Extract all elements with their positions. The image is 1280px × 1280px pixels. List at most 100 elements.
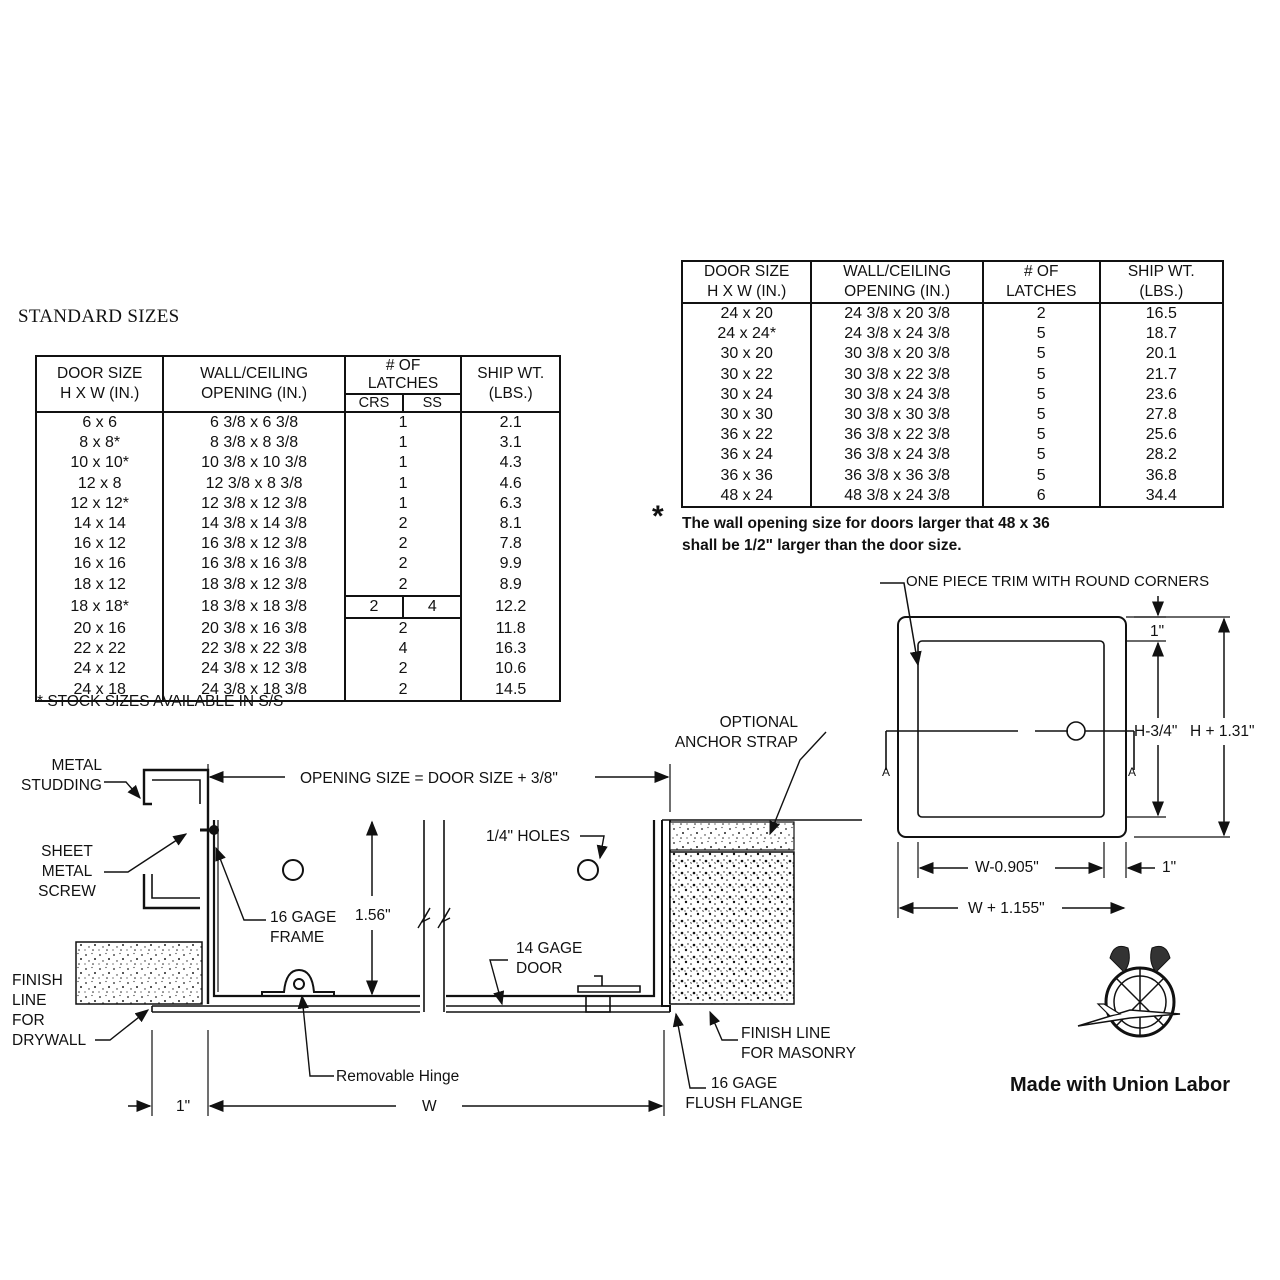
cell-weight: 16.5 <box>1098 303 1225 325</box>
cell-size: 18 x 12 <box>34 574 165 596</box>
cell-weight: 6.3 <box>460 493 561 515</box>
col-weight: SHIP WT.(LBS.) <box>460 355 561 413</box>
dim-w-outer: W + 1.155" <box>968 900 1045 917</box>
trim-label: ONE PIECE TRIM WITH ROUND CORNERS <box>906 573 1210 590</box>
cell-latches: 2 <box>343 554 463 575</box>
cell-opening: 24 3/8 x 24 3/8 <box>810 324 984 345</box>
cell-weight: 8.9 <box>460 574 561 596</box>
cell-size: 14 x 14 <box>34 514 165 535</box>
latch-mark-right: A <box>1128 765 1137 779</box>
cell-size: 24 x 24* <box>680 324 813 345</box>
cell-latches: 6 <box>981 485 1101 509</box>
cell-latches: 5 <box>981 364 1101 385</box>
cell-weight: 3.1 <box>460 433 561 454</box>
cell-weight: 8.1 <box>460 514 561 535</box>
cell-opening: 12 3/8 x 8 3/8 <box>162 473 346 494</box>
cell-size: 30 x 22 <box>680 364 813 385</box>
cell-opening: 36 3/8 x 36 3/8 <box>810 465 984 486</box>
dim-bottom-w: W <box>422 1098 437 1115</box>
cell-latches-crs: 2 <box>369 597 379 615</box>
cell-opening: 14 3/8 x 14 3/8 <box>162 514 346 535</box>
holes-label: 1/4" HOLES <box>486 828 570 845</box>
col-latches-crs: CRS <box>358 395 390 411</box>
cell-weight: 14.5 <box>460 679 561 702</box>
dim-h-inner: H-3/4" <box>1134 723 1178 740</box>
cell-size: 18 x 18* <box>34 595 165 619</box>
cell-size: 24 x 20 <box>680 303 813 325</box>
cell-size: 12 x 12* <box>34 493 165 515</box>
dim-top-1in: 1" <box>1150 623 1165 640</box>
cell-size: 24 x 18 <box>34 679 165 702</box>
cell-opening: 30 3/8 x 30 3/8 <box>810 405 984 426</box>
hole-right <box>577 859 599 881</box>
cell-weight: 4.3 <box>460 453 561 474</box>
cell-weight: 18.7 <box>1098 324 1225 345</box>
cell-latches: 5 <box>981 405 1101 426</box>
cell-opening: 16 3/8 x 16 3/8 <box>162 554 346 575</box>
elevation-view <box>880 582 1230 918</box>
cell-opening: 10 3/8 x 10 3/8 <box>162 453 346 474</box>
cell-size: 22 x 22 <box>34 639 165 660</box>
cell-opening: 20 3/8 x 16 3/8 <box>162 618 346 640</box>
cell-opening: 30 3/8 x 20 3/8 <box>810 344 984 365</box>
cell-opening: 12 3/8 x 12 3/8 <box>162 493 346 515</box>
cell-size: 36 x 36 <box>680 465 813 486</box>
cell-latches: 1 <box>343 473 463 494</box>
cell-size: 20 x 16 <box>34 618 165 640</box>
cell-latches: 5 <box>981 324 1101 345</box>
cell-size: 24 x 12 <box>34 659 165 680</box>
cell-opening: 30 3/8 x 22 3/8 <box>810 364 984 385</box>
cell-opening: 16 3/8 x 12 3/8 <box>162 534 346 555</box>
cell-opening: 36 3/8 x 22 3/8 <box>810 425 984 446</box>
cell-size: 36 x 24 <box>680 445 813 466</box>
cell-weight: 34.4 <box>1098 485 1225 509</box>
cell-latches: 5 <box>981 384 1101 406</box>
cell-latches: 2 <box>343 659 463 680</box>
dim-h-outer: H + 1.31" <box>1190 723 1255 740</box>
cell-weight: 11.8 <box>460 618 561 640</box>
cell-opening: 24 3/8 x 12 3/8 <box>162 659 346 680</box>
cell-latches: 4 <box>343 639 463 660</box>
stock-note: * STOCK SIZES AVAILABLE IN S/S <box>37 693 284 710</box>
cell-latches: 1 <box>343 453 463 474</box>
dim-156: 1.56" <box>355 907 391 924</box>
dim-w-inner: W-0.905" <box>975 859 1039 876</box>
trim-outline <box>897 616 1127 838</box>
cell-size: 6 x 6 <box>34 412 165 434</box>
cell-size: 30 x 30 <box>680 405 813 426</box>
cell-size: 36 x 22 <box>680 425 813 446</box>
cell-latches: 2 <box>343 618 463 640</box>
cell-opening: 22 3/8 x 22 3/8 <box>162 639 346 660</box>
cell-weight: 23.6 <box>1098 384 1225 406</box>
cell-latches: 5 <box>981 344 1101 365</box>
cell-weight: 36.8 <box>1098 465 1225 486</box>
cell-size: 12 x 8 <box>34 473 165 494</box>
latch-mark-left: A <box>882 765 891 779</box>
cell-weight: 2.1 <box>460 412 561 434</box>
opening-size-label: OPENING SIZE = DOOR SIZE + 3/8" <box>300 770 558 787</box>
cell-latches: 2 <box>981 303 1101 325</box>
